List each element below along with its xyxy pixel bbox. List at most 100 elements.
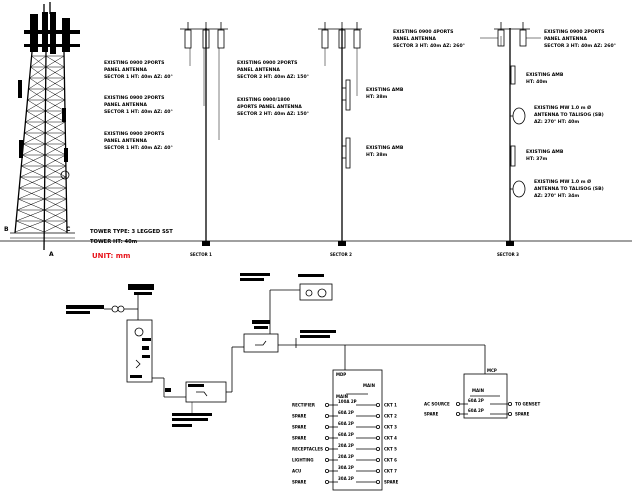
svg-text:SECTOR 1 HT: 40m AZ: 40°: SECTOR 1 HT: 40m AZ: 40° — [104, 74, 173, 80]
sector-3-label: SECTOR 3 — [497, 252, 519, 257]
terminal-dot — [324, 479, 329, 484]
svg-text:PANEL ANTENNA: PANEL ANTENNA — [393, 36, 436, 42]
terminal-dot — [375, 468, 380, 473]
breaker-rating: 60A 2P — [468, 408, 484, 413]
unit-note: UNIT: mm — [92, 252, 130, 260]
svg-text:EXISTING AMB: EXISTING AMB — [366, 145, 404, 151]
sector-3-pole — [480, 22, 541, 246]
circuit-number: SPARE — [384, 480, 399, 485]
svg-text:ANTENNA TO TALISOG (SB): ANTENNA TO TALISOG (SB) — [534, 186, 604, 192]
sector-2-callout-2: EXISTING 0900/1800 4PORTS PANEL ANTENNA … — [237, 97, 309, 117]
breaker-rating: 30A 2P — [338, 465, 354, 470]
svg-text:EXISTING MW 1.0 m Ø: EXISTING MW 1.0 m Ø — [534, 178, 591, 185]
svg-text:EXISTING 0900/1800: EXISTING 0900/1800 — [237, 97, 290, 103]
mdp-row: SPARE 30A 2P SPARE — [292, 476, 399, 485]
svg-text:EXISTING AMB: EXISTING AMB — [526, 72, 564, 78]
sector-1-callout-2: EXISTING 0900 2PORTS PANEL ANTENNA SECTO… — [104, 95, 173, 115]
svg-text:PANEL ANTENNA: PANEL ANTENNA — [104, 67, 147, 73]
circuit-number: CKT 3 — [384, 425, 397, 430]
breaker-rating: 60A 2P — [468, 398, 484, 403]
breaker-rating: 60A 2P — [338, 432, 354, 437]
terminal-dot — [375, 446, 380, 451]
svg-text:SECTOR 3 HT: 40m AZ: 260°: SECTOR 3 HT: 40m AZ: 260° — [393, 43, 465, 49]
svg-text:MAIN: MAIN — [363, 383, 375, 388]
terminal-dot — [324, 468, 329, 473]
sector-1-label: SECTOR 1 — [190, 252, 212, 257]
sector-2-label: SECTOR 2 — [330, 252, 352, 257]
tower-leg-label-c: C — [66, 226, 71, 233]
svg-text:SECTOR 2 HT: 40m AZ: 150°: SECTOR 2 HT: 40m AZ: 150° — [237, 111, 309, 117]
terminal-dot — [455, 411, 460, 416]
mdp-row: SPARE 60A 2P CKT 2 — [292, 410, 397, 419]
svg-text:EXISTING 0900 2PORTS: EXISTING 0900 2PORTS — [104, 131, 164, 137]
tower-type-note: TOWER TYPE: 3 LEGGED SST — [90, 229, 173, 235]
lattice-tower — [10, 2, 80, 251]
circuit-load-label: RECEPTACLES — [292, 447, 323, 452]
terminal-dot — [375, 457, 380, 462]
svg-text:MCP: MCP — [487, 368, 497, 373]
svg-text:SECTOR 3 HT: 40m AZ: 260°: SECTOR 3 HT: 40m AZ: 260° — [544, 43, 616, 49]
svg-text:PANEL ANTENNA: PANEL ANTENNA — [104, 102, 147, 108]
svg-text:EXISTING 0900 2PORTS: EXISTING 0900 2PORTS — [104, 60, 164, 66]
svg-text:PANEL ANTENNA: PANEL ANTENNA — [237, 67, 280, 73]
breaker-rating: 30A 2P — [338, 476, 354, 481]
svg-text:HT: 38m: HT: 38m — [366, 152, 388, 158]
mdp-panel: MDP MAIN MAIN — [332, 369, 383, 491]
circuit-number: TO GENSET — [515, 402, 540, 407]
breaker-rating: 60A 2P — [338, 421, 354, 426]
svg-text:HT: 40m: HT: 40m — [526, 79, 548, 85]
circuit-load-label: SPARE — [292, 480, 307, 485]
breaker-rating: 20A 2P — [338, 443, 354, 448]
tower-height-note: TOWER HT: 40m — [90, 239, 137, 245]
circuit-number: CKT 6 — [384, 458, 397, 463]
sector-3-callout-4: EXISTING MW 1.0 m Ø ANTENNA TO TALISOG (… — [534, 104, 604, 125]
tower-leg-label-b: B — [4, 226, 9, 233]
svg-text:AZ: 270° HT: 40m: AZ: 270° HT: 40m — [534, 119, 579, 125]
breaker-rating: 20A 2P — [338, 454, 354, 459]
sector-1-callout-3: EXISTING 0900 2PORTS PANEL ANTENNA SECTO… — [104, 131, 173, 151]
circuit-load-label: LIGHTING — [292, 458, 314, 463]
svg-text:EXISTING 0900 4PORTS: EXISTING 0900 4PORTS — [393, 29, 453, 35]
sector-3-callout-2: EXISTING 0900 2PORTS PANEL ANTENNA SECTO… — [544, 29, 616, 49]
sector-1-callout-1: EXISTING 0900 2PORTS PANEL ANTENNA SECTO… — [104, 60, 173, 80]
terminal-dot — [375, 402, 380, 407]
svg-text:EXISTING MW 1.0 m Ø: EXISTING MW 1.0 m Ø — [534, 104, 591, 111]
svg-text:MAIN: MAIN — [472, 388, 484, 393]
circuit-number: CKT 2 — [384, 414, 397, 419]
sector-1-pole — [180, 22, 228, 246]
circuit-load-label: SPARE — [292, 414, 307, 419]
terminal-dot — [507, 411, 512, 416]
terminal-dot — [324, 446, 329, 451]
svg-text:4PORTS PANEL ANTENNA: 4PORTS PANEL ANTENNA — [237, 104, 302, 110]
mcp-panel: MCP MAIN — [463, 368, 508, 419]
sector-3-callout-3: EXISTING AMB HT: 40m — [526, 72, 564, 85]
svg-text:SECTOR 1 HT: 40m AZ: 40°: SECTOR 1 HT: 40m AZ: 40° — [104, 109, 173, 115]
circuit-number: CKT 1 — [384, 403, 397, 408]
circuit-number: CKT 7 — [384, 469, 397, 474]
terminal-dot — [375, 479, 380, 484]
mcp-row: SPARE 60A 2P SPARE — [424, 408, 530, 417]
mdp-row: LIGHTING 20A 2P CKT 6 — [292, 454, 397, 463]
circuit-load-label: SPARE — [424, 412, 439, 417]
sector-3-callout-1: EXISTING 0900 4PORTS PANEL ANTENNA SECTO… — [393, 29, 465, 49]
circuit-load-label: SPARE — [292, 436, 307, 441]
circuit-number: SPARE — [515, 412, 530, 417]
breaker-rating: 60A 2P — [338, 410, 354, 415]
svg-text:EXISTING AMB: EXISTING AMB — [526, 149, 564, 155]
svg-text:EXISTING 0900 2PORTS: EXISTING 0900 2PORTS — [544, 29, 604, 35]
svg-text:EXISTING 0900 2PORTS: EXISTING 0900 2PORTS — [104, 95, 164, 101]
terminal-dot — [375, 424, 380, 429]
terminal-dot — [375, 413, 380, 418]
sector-3-callout-5: EXISTING AMB HT: 37m — [526, 149, 564, 162]
breaker-rating: 100A 2P — [338, 399, 357, 404]
sector-2-callout-4: EXISTING AMB HT: 38m — [366, 145, 404, 158]
svg-text:SECTOR 2 HT: 40m AZ: 150°: SECTOR 2 HT: 40m AZ: 150° — [237, 74, 309, 80]
svg-text:HT: 38m: HT: 38m — [366, 94, 388, 100]
svg-text:HT: 37m: HT: 37m — [526, 156, 548, 162]
